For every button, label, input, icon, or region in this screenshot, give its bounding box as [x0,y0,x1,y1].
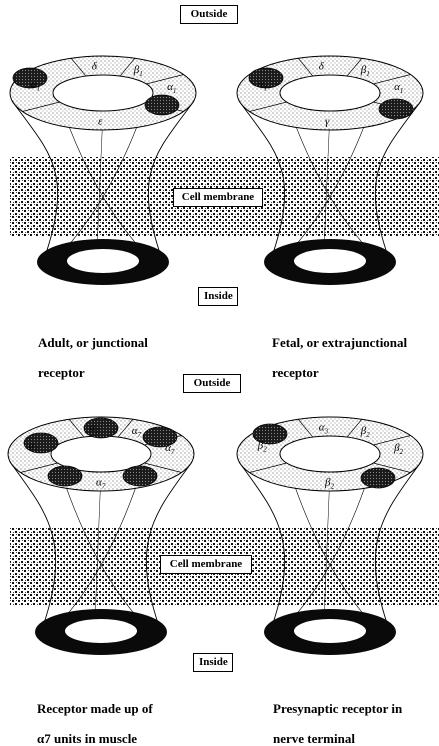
subunit-label: α7 [96,477,106,491]
subunit-divider [249,462,287,473]
receptor-1: α1 δ β1 α1 ε [9,55,197,285]
alpha-subunit-marker [23,432,59,454]
outer-ring [9,55,197,131]
funnel-right-edge [145,461,193,633]
inner-ring-pore [65,619,137,643]
subunit-divider [70,58,87,77]
subunit-divider [22,101,60,112]
subunit-label: β2 [324,477,334,491]
subunit-divider [119,58,136,77]
receptor-2: α1 δ β1 α1 γ [236,55,424,285]
receptor-4: β2 α3 β2 β2 β2 [236,416,424,655]
subunit-label: α7 [29,440,39,454]
funnel-left-edge [9,461,57,633]
caption-line: α7 units in muscle [37,731,138,746]
inside-label-bottom: Inside [193,653,233,672]
alpha-subunit-marker [142,426,178,448]
funnel-inner-line [323,471,331,621]
funnel-right-edge [375,100,422,263]
caption-line: Presynaptic receptor in [273,701,403,716]
subunit-divider [20,462,58,473]
subunit-divider [146,74,184,85]
subunit-divider [249,101,287,112]
caption-presynaptic-receptor: Presynaptic receptor in nerve terminal [273,686,402,746]
subunit-divider [373,435,411,446]
funnel-inner-line [96,110,104,251]
subunit-label: β1 [360,64,370,78]
funnel-inner-line [94,471,102,621]
subunit-divider [297,419,314,438]
outside-label-top: Outside [180,5,238,24]
subunit-label: δ [319,61,325,73]
subunit-divider [117,419,134,438]
caption-line: receptor [38,365,85,380]
subunit-label: α1 [31,79,40,93]
subunit-divider [346,419,363,438]
alpha-subunit-marker [83,417,119,439]
subunit-divider [297,58,314,77]
receptor-diagram: α1 δ β1 α1 ε α1 δ β1 α1 γ α7 α7 α7 α7 α7 β2 α3 β2 β2 β2 [7,55,439,655]
inner-ring-pore [67,249,139,273]
subunit-label: α1 [394,81,403,95]
outside-label-bottom: Outside [183,374,241,393]
caption-line: Receptor made up of [37,701,153,716]
funnel-left-edge [238,461,286,633]
subunit-label: β2 [360,425,370,439]
alpha-subunit-marker [252,423,288,445]
subunit-label: β2 [393,442,403,456]
alpha-subunit-marker [12,67,48,89]
alpha-subunit-marker [378,98,414,120]
inner-ring-pore [294,619,366,643]
funnel-right-edge [148,100,195,263]
alpha-subunit-marker [47,465,83,487]
subunit-divider [373,74,411,85]
subunit-label: α1 [258,79,267,93]
subunit-label: α7 [90,422,100,436]
subunit-label: α1 [167,81,176,95]
subunit-label: α7 [132,425,142,439]
caption-fetal-receptor: Fetal, or extrajunctional receptor [272,320,407,380]
funnel-left-edge [238,100,285,263]
caption-line: Fetal, or extrajunctional [272,335,408,350]
caption-alpha7-receptor: Receptor made up of α7 units in muscle [37,686,153,746]
subunit-divider [68,419,85,438]
subunit-label: α3 [319,422,329,436]
caption-line: Adult, or junctional [38,335,148,350]
caption-adult-receptor: Adult, or junctional receptor [38,320,148,380]
funnel-left-edge [11,100,58,263]
receptor-3: α7 α7 α7 α7 α7 [7,416,195,655]
cell-membrane-label-bottom: Cell membrane [160,555,252,574]
alpha-subunit-marker [360,467,396,489]
subunit-label: δ [92,61,98,73]
subunit-label: ε [98,116,103,128]
subunit-label: β1 [133,64,143,78]
subunit-divider [144,462,182,473]
alpha-subunit-marker [122,465,158,487]
caption-line: nerve terminal [273,731,355,746]
subunit-divider [346,58,363,77]
cell-membrane-label-top: Cell membrane [173,188,263,207]
alpha-subunit-marker [144,94,180,116]
subunit-label: β2 [257,440,267,454]
outer-ring [236,55,424,131]
alpha-subunit-marker [248,67,284,89]
inner-ring-pore [294,249,366,273]
caption-line: receptor [272,365,319,380]
funnel-right-edge [374,461,422,633]
funnel-inner-line [323,110,331,251]
subunit-label: γ [325,116,330,128]
subunit-divider [373,462,411,473]
subunit-label: α7 [165,442,175,456]
inside-label-top: Inside [198,287,238,306]
